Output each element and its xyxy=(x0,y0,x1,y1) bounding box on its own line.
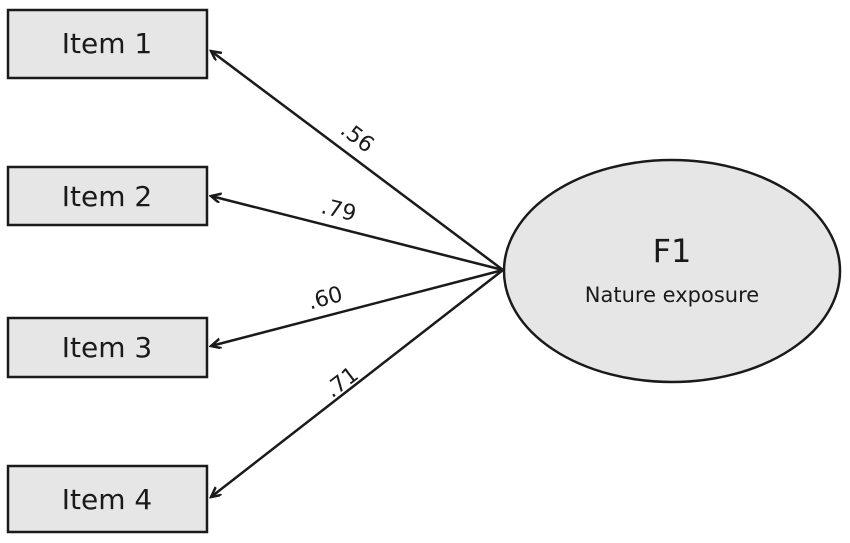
item-4-box: Item 4 xyxy=(6,464,209,534)
path-item-1 xyxy=(211,51,504,271)
loading-label-item-3: .60 xyxy=(305,282,345,315)
item-3-label: Item 3 xyxy=(62,331,152,364)
factor-label: Nature exposure xyxy=(585,283,759,307)
path-item-2 xyxy=(211,196,504,272)
path-item-4 xyxy=(211,269,504,497)
factor-ellipse xyxy=(502,158,842,384)
loading-coefficients: .56 .79 .60 .71 xyxy=(305,117,378,403)
item-1-label: Item 1 xyxy=(62,27,152,60)
item-1-box: Item 1 xyxy=(6,8,209,80)
loading-label-item-1: .56 xyxy=(335,117,378,158)
item-4-label: Item 4 xyxy=(62,483,152,516)
path-item-3 xyxy=(211,268,504,346)
item-3-box: Item 3 xyxy=(6,316,209,379)
loading-label-item-4: .71 xyxy=(321,362,364,403)
loading-paths xyxy=(211,51,504,497)
factor-name: F1 xyxy=(653,232,692,270)
item-2-box: Item 2 xyxy=(6,165,209,227)
factor-node: F1 Nature exposure xyxy=(502,158,842,384)
loading-label-item-2: .79 xyxy=(319,194,359,227)
item-2-label: Item 2 xyxy=(62,180,152,213)
